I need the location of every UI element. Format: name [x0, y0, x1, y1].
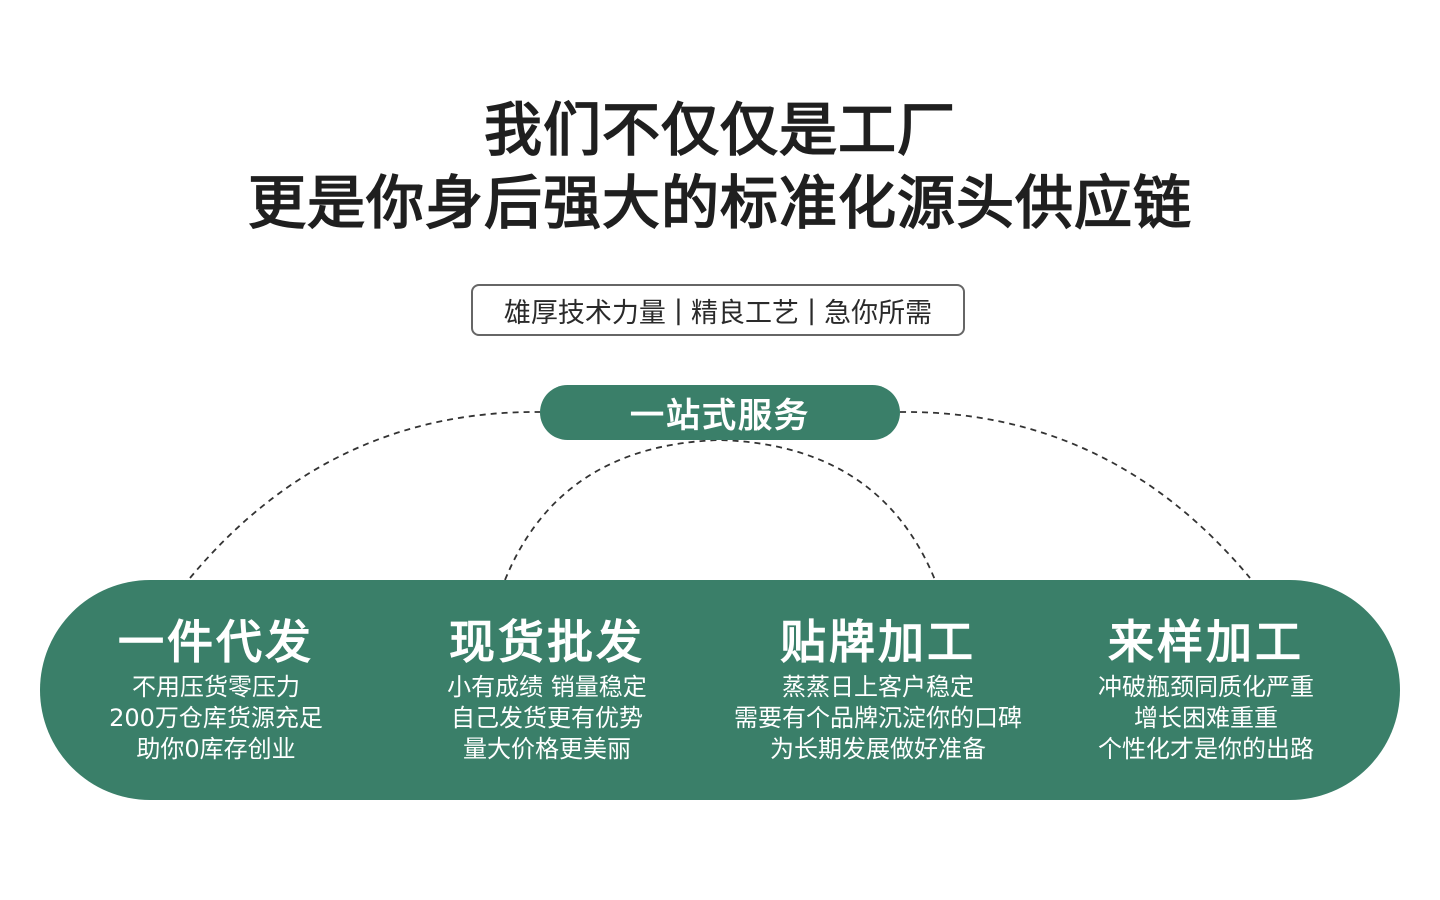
service-line: 增长困难重重 [1134, 704, 1278, 732]
tagline-separator-1: | [673, 294, 683, 326]
service-line: 冲破瓶颈同质化严重 [1098, 673, 1314, 701]
one-stop-service-badge: 一站式服务 [540, 385, 900, 440]
service-line: 需要有个品牌沉淀你的口碑 [734, 704, 1022, 732]
tagline-part-2: 精良工艺 [691, 297, 799, 329]
service-line: 量大价格更美丽 [463, 735, 631, 763]
services-band [40, 580, 1400, 800]
tagline-box: 雄厚技术力量 | 精良工艺 | 急你所需 [471, 284, 965, 336]
service-custom-sample: 来样加工 冲破瓶颈同质化严重 增长困难重重 个性化才是你的出路 [1036, 612, 1376, 765]
service-line: 为长期发展做好准备 [770, 735, 986, 763]
service-line: 不用压货零压力 [132, 673, 300, 701]
tagline-separator-2: | [807, 294, 817, 326]
service-title: 来样加工 [1108, 615, 1304, 669]
headline-line-2: 更是你身后强大的标准化源头供应链 [247, 169, 1192, 237]
service-line: 200万仓库货源充足 [109, 704, 323, 732]
service-dropshipping: 一件代发 不用压货零压力 200万仓库货源充足 助你0库存创业 [46, 612, 386, 765]
service-title: 贴牌加工 [780, 615, 976, 669]
headline-line-1: 我们不仅仅是工厂 [483, 96, 956, 164]
tagline-part-3: 急你所需 [824, 297, 933, 329]
outer-left-arc [189, 411, 541, 579]
service-title: 现货批发 [449, 615, 645, 669]
service-line: 助你0库存创业 [136, 735, 296, 763]
service-title: 一件代发 [118, 615, 314, 669]
service-oem: 贴牌加工 蒸蒸日上客户稳定 需要有个品牌沉淀你的口碑 为长期发展做好准备 [708, 612, 1048, 765]
service-line: 个性化才是你的出路 [1098, 735, 1314, 763]
inner-arc [504, 439, 936, 581]
outer-right-arc [899, 411, 1251, 579]
service-line: 小有成绩 销量稳定 [447, 673, 647, 701]
tagline-part-1: 雄厚技术力量 [503, 297, 666, 329]
service-wholesale: 现货批发 小有成绩 销量稳定 自己发货更有优势 量大价格更美丽 [377, 612, 717, 765]
service-line: 蒸蒸日上客户稳定 [782, 673, 974, 701]
service-line: 自己发货更有优势 [451, 704, 643, 732]
